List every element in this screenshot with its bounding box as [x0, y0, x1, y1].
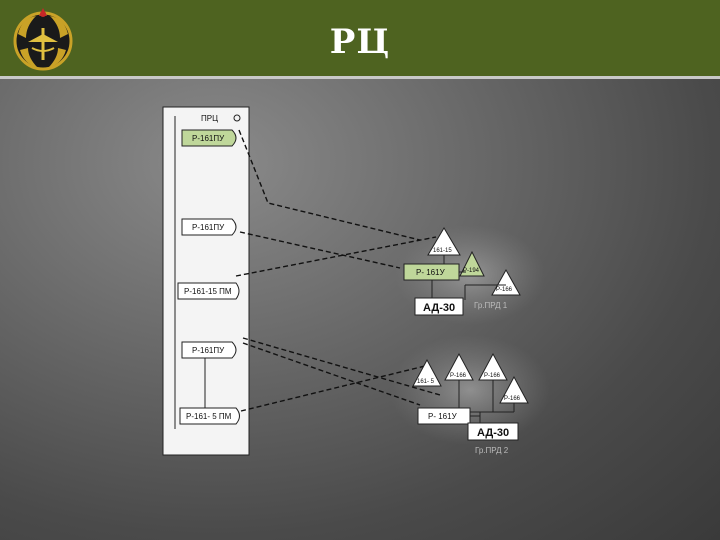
station-label: Р- 161У [428, 412, 458, 421]
generator-box [467, 422, 519, 441]
prc-unit-label: Р-161ПУ [192, 134, 225, 143]
prc-unit-label: Р-161- 5 ПМ [186, 412, 232, 421]
prc-label: ПРЦ [201, 114, 218, 123]
prc-unit-label: Р-161ПУ [192, 223, 225, 232]
antenna-label: Р-166 [450, 373, 467, 379]
prc-panel [162, 106, 250, 456]
prc-unit-label: Р-161ПУ [192, 346, 225, 355]
antenna-label: Р-166 [496, 287, 513, 293]
antenna-icon [459, 250, 485, 277]
prc-unit: Р-161ПУ [181, 218, 237, 236]
group-prd-1: 161-15 Р-194 Р-166 Р- 161У АД-30 Гр.ПРД … [403, 227, 521, 316]
generator-box [414, 297, 464, 316]
antenna-label: 161-15 [433, 248, 452, 254]
generator-label: АД-30 [423, 302, 455, 314]
prc-unit: Р-161ПУ [181, 129, 237, 147]
group-caption: Гр.ПРД 1 [474, 301, 508, 310]
antenna-label: Р-166 [484, 373, 501, 379]
antenna-icon [412, 358, 442, 387]
group-caption: Гр.ПРД 2 [475, 446, 509, 455]
prc-unit: Р-161-15 ПМ [177, 282, 240, 300]
generator-label: АД-30 [477, 427, 509, 439]
prc-unit: Р-161- 5 ПМ [179, 407, 240, 425]
station-label: Р- 161У [416, 268, 446, 277]
header-bar: РЦ [0, 0, 720, 79]
antenna-icon [491, 268, 521, 296]
antenna-label: Р-166 [504, 396, 521, 402]
antenna-label: Р-194 [463, 268, 480, 274]
group-prd-2: 161- 5 Р-166 Р-166 Р-166 Р- 161У АД-30 Г… [412, 352, 529, 455]
prc-unit-label: Р-161-15 ПМ [184, 287, 232, 296]
military-emblem-icon [13, 8, 73, 71]
prc-unit: Р-161ПУ [181, 341, 237, 359]
page-title: РЦ [329, 22, 391, 62]
antenna-label: 161- 5 [417, 379, 435, 385]
radio-links [235, 129, 441, 412]
